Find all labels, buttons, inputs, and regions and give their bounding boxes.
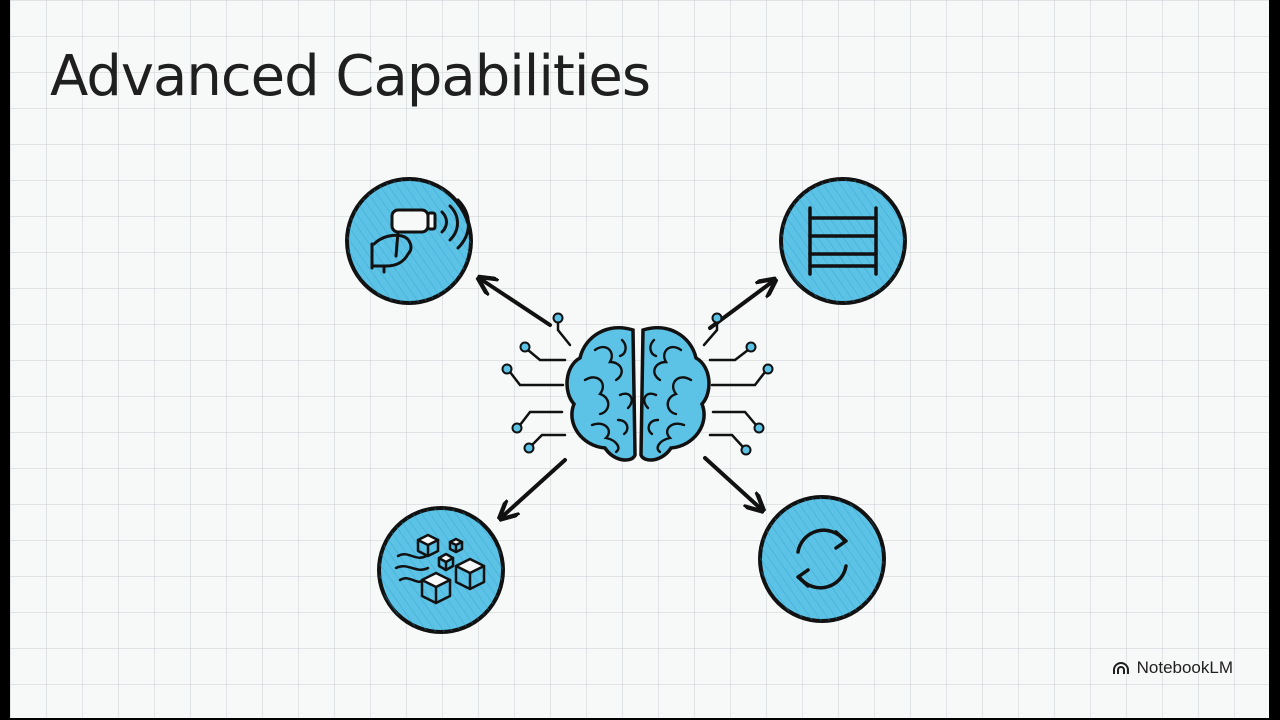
slide: Advanced Capabilities [10,0,1269,718]
notebooklm-logo-icon [1112,662,1129,674]
sync-cycle-icon [796,528,848,590]
capabilities-diagram [345,177,907,634]
arrow-bottom-right [703,456,760,508]
node-bottom-right [758,495,886,623]
node-top-right [779,177,907,305]
node-top-left [345,177,473,305]
brand-label: NotebookLM [1136,658,1233,677]
slide-title: Advanced Capabilities [50,44,651,109]
node-bottom-left [377,506,505,634]
hand-scanner-icon [370,198,470,274]
brain-circuit-icon [501,312,774,462]
arrow-top-left [482,280,552,327]
moving-boxes-icon [394,533,486,605]
shelving-rack-icon [808,206,878,276]
notebooklm-branding: NotebookLM [1112,658,1233,678]
arrow-bottom-left [503,458,567,516]
